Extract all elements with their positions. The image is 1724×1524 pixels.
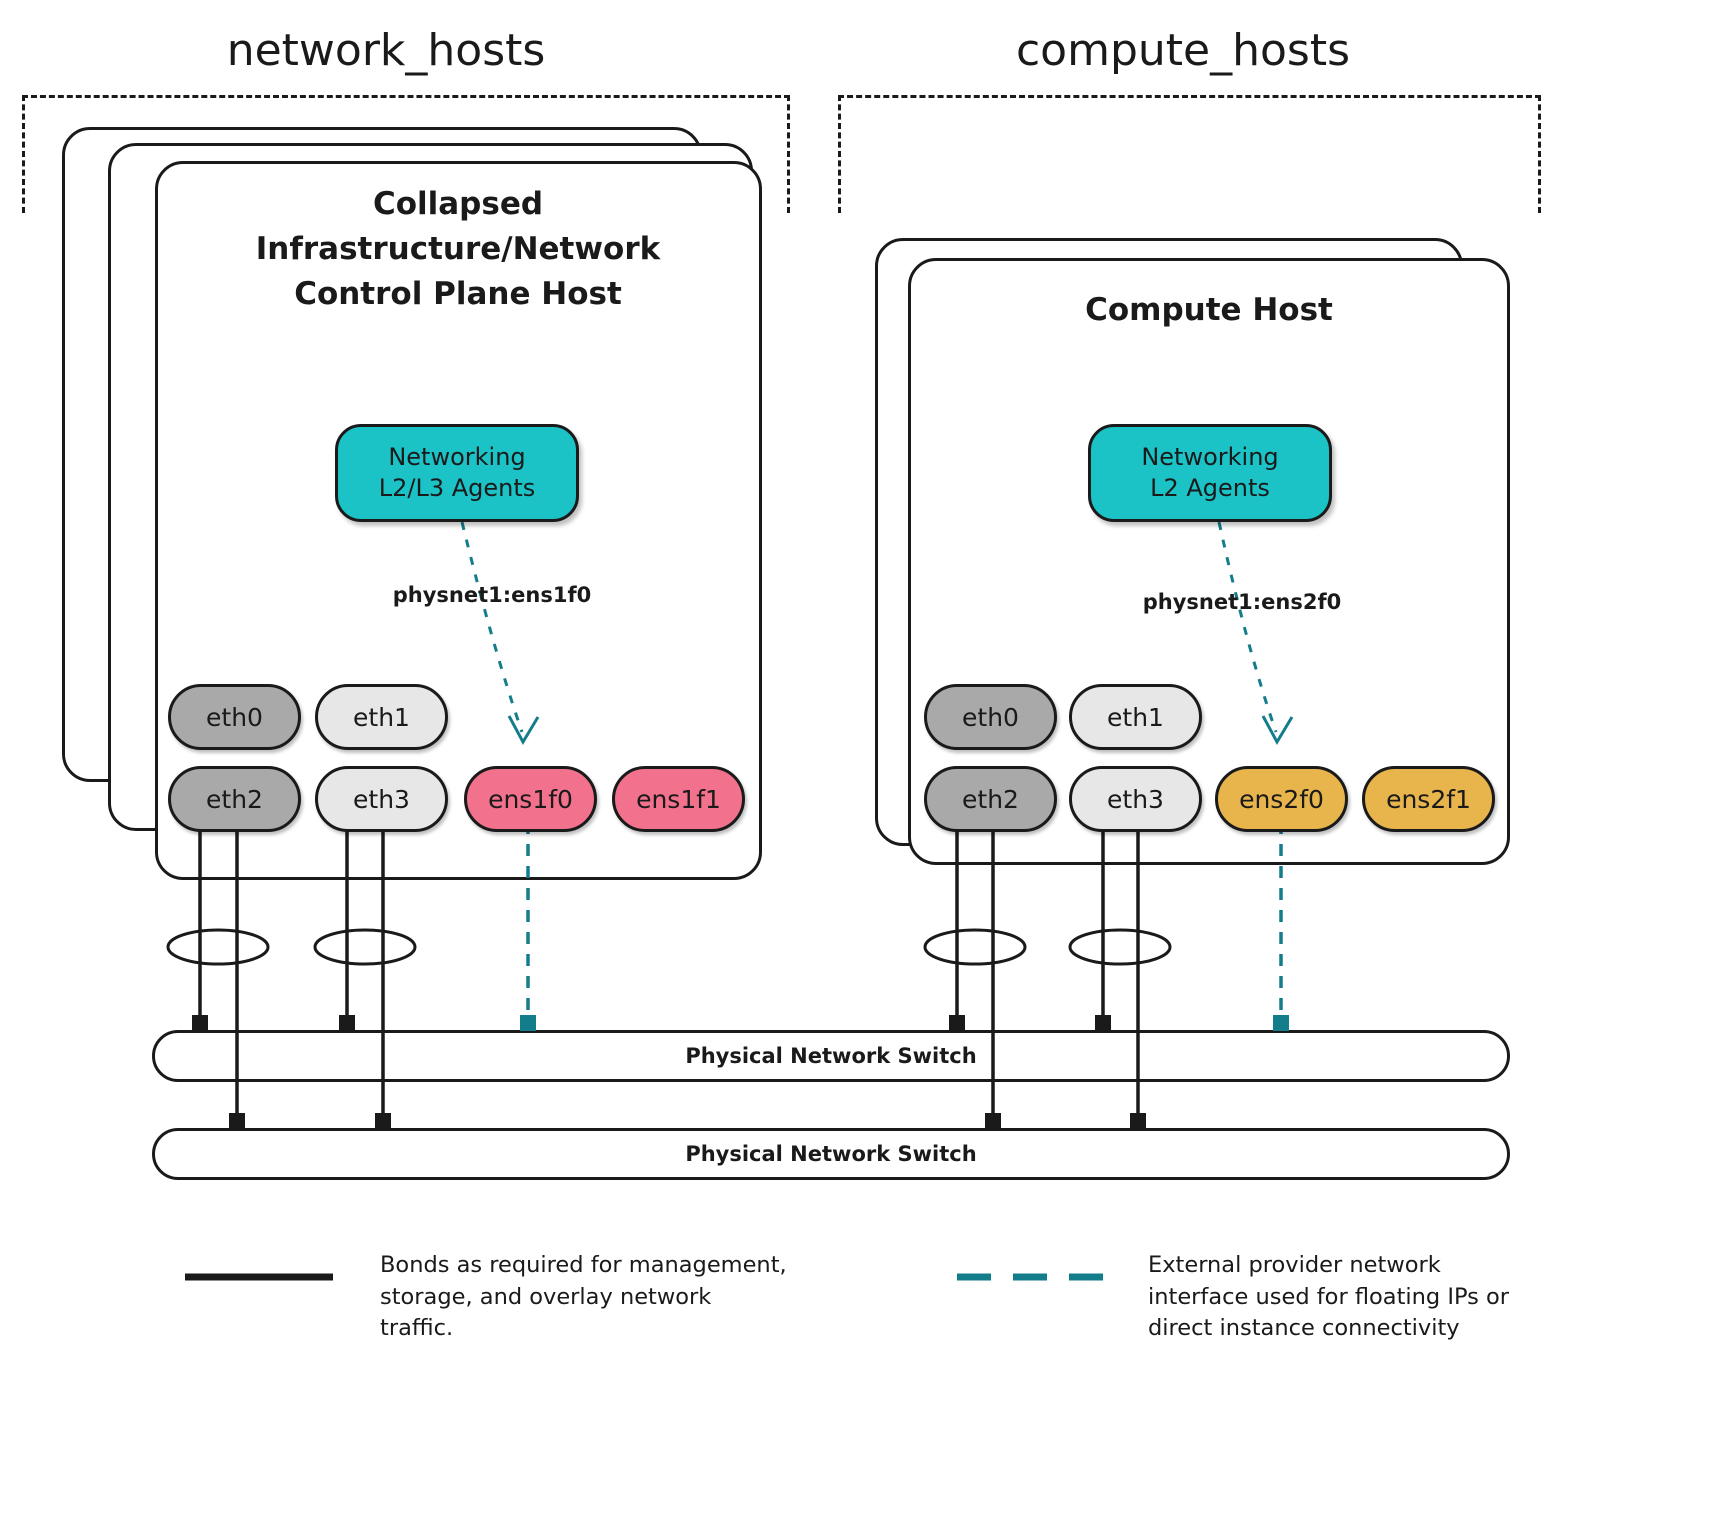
- physnet-label-network: physnet1:ens1f0: [392, 583, 592, 607]
- nic-eth3-network: eth3: [315, 766, 448, 832]
- agent-label-line2: L2/L3 Agents: [378, 474, 536, 502]
- nic-eth3-compute: eth3: [1069, 766, 1202, 832]
- nic-ens2f1: ens2f1: [1362, 766, 1495, 832]
- legend-external-text: External provider network interface used…: [1148, 1252, 1510, 1341]
- network-host-title-line2: Infrastructure/Network: [255, 230, 661, 267]
- physical-network-switch-1: Physical Network Switch: [152, 1030, 1510, 1082]
- switch-1-label: Physical Network Switch: [685, 1044, 977, 1068]
- switch-2-label: Physical Network Switch: [685, 1142, 977, 1166]
- network-host-title-line1: Collapsed: [372, 186, 544, 222]
- connector-square: [375, 1113, 391, 1129]
- compute-host-box-front: [908, 258, 1510, 865]
- nic-eth1-network: eth1: [315, 684, 448, 750]
- connector-square: [1095, 1015, 1111, 1031]
- connector-square: [192, 1015, 208, 1031]
- connector-square: [229, 1113, 245, 1129]
- network-host-title: Collapsed Infrastructure/Network Control…: [223, 182, 693, 317]
- compute-hosts-group-outline: [838, 95, 1541, 213]
- nic-eth0-network: eth0: [168, 684, 301, 750]
- connector-square: [339, 1015, 355, 1031]
- connector-square: [949, 1015, 965, 1031]
- network-hosts-group-outline: [22, 95, 790, 213]
- external-connector-square: [520, 1015, 536, 1031]
- connector-square: [1130, 1113, 1146, 1129]
- bond-ellipse: [1068, 928, 1172, 966]
- network-l2l3-agents-box: Networking L2/L3 Agents: [335, 424, 579, 522]
- nic-ens1f0: ens1f0: [464, 766, 597, 832]
- bond-ellipse: [166, 928, 270, 966]
- network-hosts-group-title: network_hosts: [226, 25, 546, 76]
- physical-network-switch-2: Physical Network Switch: [152, 1128, 1510, 1180]
- nic-eth2-network: eth2: [168, 766, 301, 832]
- physnet-label-compute: physnet1:ens2f0: [1142, 590, 1342, 614]
- compute-host-title: Compute Host: [1085, 292, 1333, 328]
- nic-eth1-compute: eth1: [1069, 684, 1202, 750]
- external-connector-square: [1273, 1015, 1289, 1031]
- nic-ens1f1: ens1f1: [612, 766, 745, 832]
- agent-label-line1: Networking: [1141, 442, 1279, 471]
- legend-bond-text: Bonds as required for management, storag…: [380, 1252, 787, 1341]
- bond-ellipse: [923, 928, 1027, 966]
- connector-square: [985, 1113, 1001, 1129]
- nic-eth2-compute: eth2: [924, 766, 1057, 832]
- agent-label-line2: L2 Agents: [1150, 474, 1270, 502]
- network-l2-agents-box: Networking L2 Agents: [1088, 424, 1332, 522]
- compute-hosts-group-title: compute_hosts: [1015, 25, 1351, 76]
- agent-label-line1: Networking: [388, 442, 526, 471]
- bond-ellipse: [313, 928, 417, 966]
- nic-ens2f0: ens2f0: [1215, 766, 1348, 832]
- nic-eth0-compute: eth0: [924, 684, 1057, 750]
- network-host-title-line3: Control Plane Host: [294, 275, 622, 312]
